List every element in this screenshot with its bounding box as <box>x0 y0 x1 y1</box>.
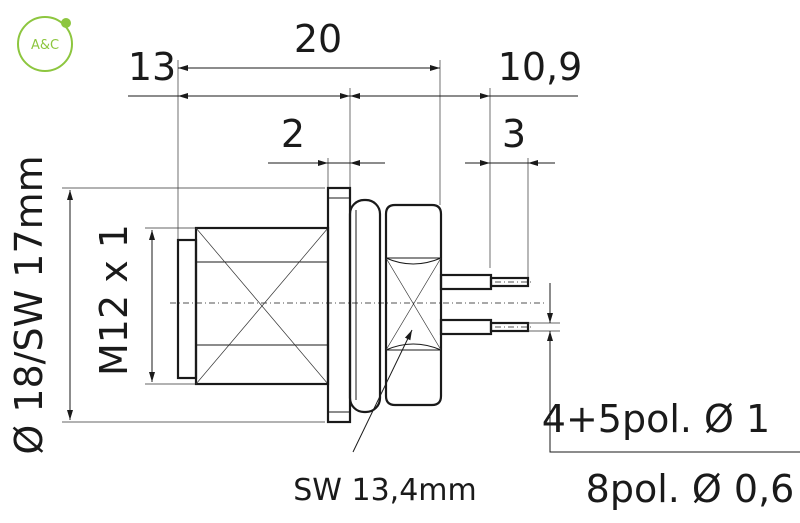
pin-leader-line <box>549 352 800 453</box>
washer <box>348 198 382 414</box>
dim-20-label: 20 <box>294 17 342 61</box>
dim-thread-label: M12 x 1 <box>92 224 136 376</box>
logo-text: A&C <box>31 38 59 53</box>
pin-dia-label-a: 4+5pol. Ø 1 <box>542 397 770 441</box>
hex-leader-line <box>352 329 413 453</box>
connector-body <box>176 226 330 386</box>
flange <box>326 186 352 424</box>
dim-2-label: 2 <box>281 112 305 156</box>
pin-upper-tip <box>489 276 530 288</box>
flange-plate <box>326 186 352 424</box>
dim-outer-label: Ø 18/SW 17mm <box>7 155 51 454</box>
front-face <box>176 238 198 380</box>
dim-10-9-label: 10,9 <box>498 45 583 89</box>
hex-outline <box>384 203 443 407</box>
pin-lower-tip <box>489 321 530 333</box>
hex-label: SW 13,4mm <box>293 473 477 508</box>
pins <box>439 273 532 336</box>
dim-3-label: 3 <box>502 112 526 156</box>
dim-13-label: 13 <box>128 45 176 89</box>
hex-nut <box>384 203 443 407</box>
pin-lower-base <box>439 318 493 336</box>
pin-dia-label-b: 8pol. Ø 0,6 <box>586 467 795 511</box>
pin-upper-base <box>439 273 493 291</box>
brand-logo: A&C <box>17 16 73 72</box>
